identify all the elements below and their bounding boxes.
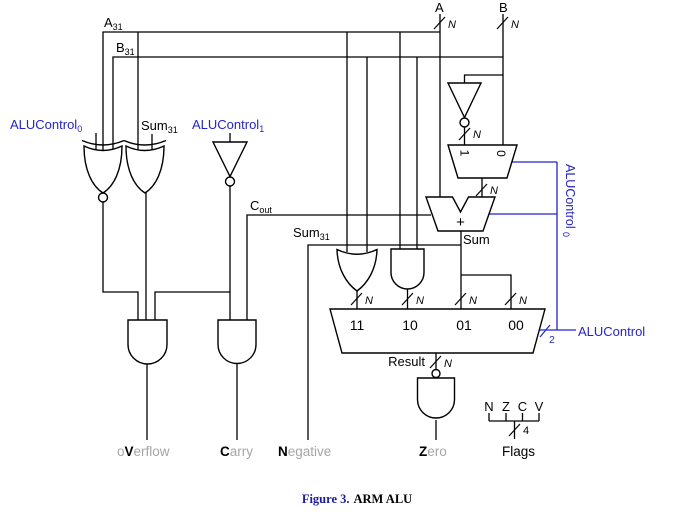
label-col11-width: N xyxy=(365,295,373,307)
label-a31: A31 xyxy=(104,15,123,32)
slash-notb-icon xyxy=(458,127,471,141)
bus-width-slashes xyxy=(350,16,551,437)
xor-gate xyxy=(125,144,165,194)
label-mux2-in0: 0 xyxy=(494,150,508,157)
label-alucontrol0: ALUControl0 xyxy=(10,117,82,134)
slash-col11-icon xyxy=(350,292,363,306)
label-b: B xyxy=(499,0,508,15)
xnor-gate-outer-arc xyxy=(81,139,125,146)
zero-gate-bubble-icon xyxy=(431,368,441,379)
xor-gate-outer-arc xyxy=(123,139,167,146)
slash-b-icon xyxy=(496,16,509,30)
label-col01-width: N xyxy=(469,295,477,307)
slash-mux2out-icon xyxy=(475,183,488,197)
slash-col00-icon xyxy=(504,292,517,306)
label-negative: Negative xyxy=(278,444,331,459)
slash-result-icon xyxy=(429,355,442,369)
label-a: A xyxy=(435,0,444,15)
label-flags-width4: 4 xyxy=(523,425,529,437)
wire-not1-branch-and1 xyxy=(154,291,230,320)
and-gate-overflow xyxy=(127,319,168,365)
slash-flags-icon xyxy=(508,423,521,437)
label-cout: Cout xyxy=(250,198,272,215)
label-zero: Zero xyxy=(419,444,447,459)
label-result-width: N xyxy=(444,358,452,370)
label-notb-width: N xyxy=(473,129,481,141)
label-overflow: oVerflow xyxy=(117,444,170,459)
xnor-bubble-icon xyxy=(97,192,109,203)
label-flags: Flags xyxy=(502,444,535,459)
zero-detect-gate xyxy=(416,377,456,419)
control-wires xyxy=(489,161,576,331)
label-alucontrol0-vertical: ALUControl 0 xyxy=(561,164,577,237)
or-gate-11 xyxy=(336,248,378,292)
labels: A31 B31 A B N N ALUControl0 Sum31 ALUCon… xyxy=(10,0,645,506)
label-alucontrol1: ALUControl1 xyxy=(192,117,264,134)
wire-flag-ticks xyxy=(488,413,540,421)
mux-4to1 xyxy=(329,308,546,354)
label-mux4-in10: 10 xyxy=(402,317,418,333)
not-gate-alucontrol1 xyxy=(211,141,249,179)
label-mux2out-width: N xyxy=(490,185,498,197)
label-mux4-in01: 01 xyxy=(456,317,472,333)
label-col00-width: N xyxy=(519,295,527,307)
label-mux4-in00: 00 xyxy=(508,317,524,333)
wire-sum31-negative xyxy=(307,244,461,440)
label-flag-n: N xyxy=(484,399,493,414)
gates xyxy=(81,82,546,419)
figure-caption: Figure 3.ARM ALU xyxy=(302,492,412,506)
slash-col10-icon xyxy=(401,292,414,306)
label-mux2-in1: 1 xyxy=(458,150,472,157)
wire-b31-bus xyxy=(112,56,503,150)
wire-a31-bus xyxy=(102,31,440,150)
label-col10-width: N xyxy=(416,295,424,307)
label-sum: Sum xyxy=(463,232,490,247)
label-flag-c: C xyxy=(518,399,527,414)
and-gate-10 xyxy=(390,248,425,290)
slash-alucontrol-icon xyxy=(539,324,551,338)
and-gate-carry xyxy=(217,319,257,365)
label-sum31-mid: Sum31 xyxy=(293,225,330,242)
label-flag-v: V xyxy=(535,399,544,414)
label-a-width: N xyxy=(448,19,456,31)
not-gate-b xyxy=(446,82,483,120)
svg-text:ALUControl: ALUControl xyxy=(563,164,577,229)
wire-xnor-to-and1 xyxy=(102,202,139,320)
label-carry: Carry xyxy=(220,444,253,459)
slash-a-icon xyxy=(433,16,446,30)
label-b31: B31 xyxy=(116,40,135,57)
svg-text:0: 0 xyxy=(561,232,571,237)
label-adder-plus: + xyxy=(456,214,465,231)
wire-cout xyxy=(246,214,431,320)
label-mux4-in11: 11 xyxy=(350,317,365,333)
label-flag-z: Z xyxy=(502,399,510,414)
label-alucontrol-width2: 2 xyxy=(549,334,555,346)
slash-col01-icon xyxy=(454,292,467,306)
label-result: Result xyxy=(388,354,425,369)
adder xyxy=(425,196,496,232)
mux-2to1 xyxy=(447,144,518,179)
not-gate-b-bubble-icon xyxy=(459,117,470,128)
label-b-width: N xyxy=(511,19,519,31)
not-gate-alucontrol1-bubble-icon xyxy=(224,176,236,187)
wire-b-to-notgate xyxy=(463,74,503,83)
label-sum31-left: Sum31 xyxy=(141,118,178,135)
label-alucontrol: ALUControl xyxy=(578,324,645,339)
xnor-gate xyxy=(83,144,123,194)
